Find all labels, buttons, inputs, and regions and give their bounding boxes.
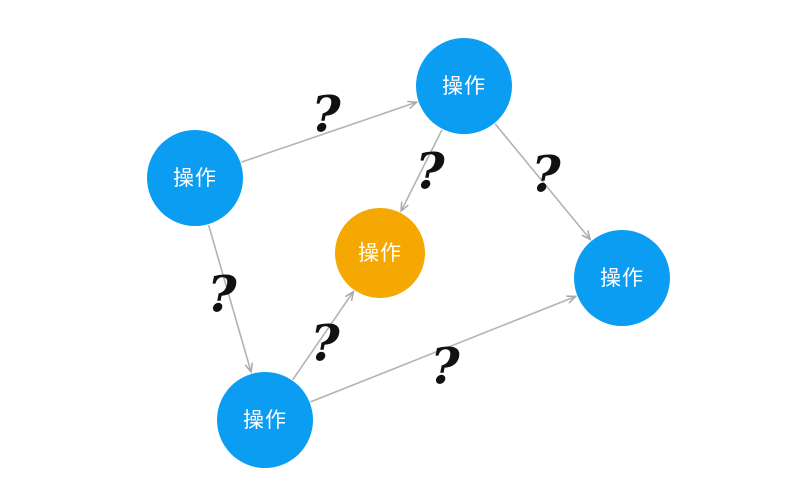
edge-label-question: ? [531,145,561,204]
node-bottom[interactable]: 操作 [217,372,313,468]
edge-top-right[interactable] [494,123,592,241]
node-center[interactable]: 操作 [335,208,425,298]
node-label: 操作 [600,266,644,290]
edge-label-question: ? [311,85,341,144]
edge-top-center[interactable] [400,129,443,213]
node-label: 操作 [358,241,402,265]
node-top[interactable]: 操作 [416,38,512,134]
edge-label-question: ? [430,337,460,396]
node-right[interactable]: 操作 [574,230,670,326]
edge-bottom-right[interactable] [310,295,578,403]
edge-label-question: ? [415,142,445,201]
node-left[interactable]: 操作 [147,130,243,226]
edge-label-question: ? [207,265,237,324]
node-label: 操作 [173,166,217,190]
node-label: 操作 [243,408,287,432]
edge-left-top[interactable] [241,100,419,163]
edge-left-bottom[interactable] [207,224,253,374]
edge-label-question: ? [310,314,340,373]
edge-bottom-center[interactable] [292,290,355,381]
node-label: 操作 [442,74,486,98]
